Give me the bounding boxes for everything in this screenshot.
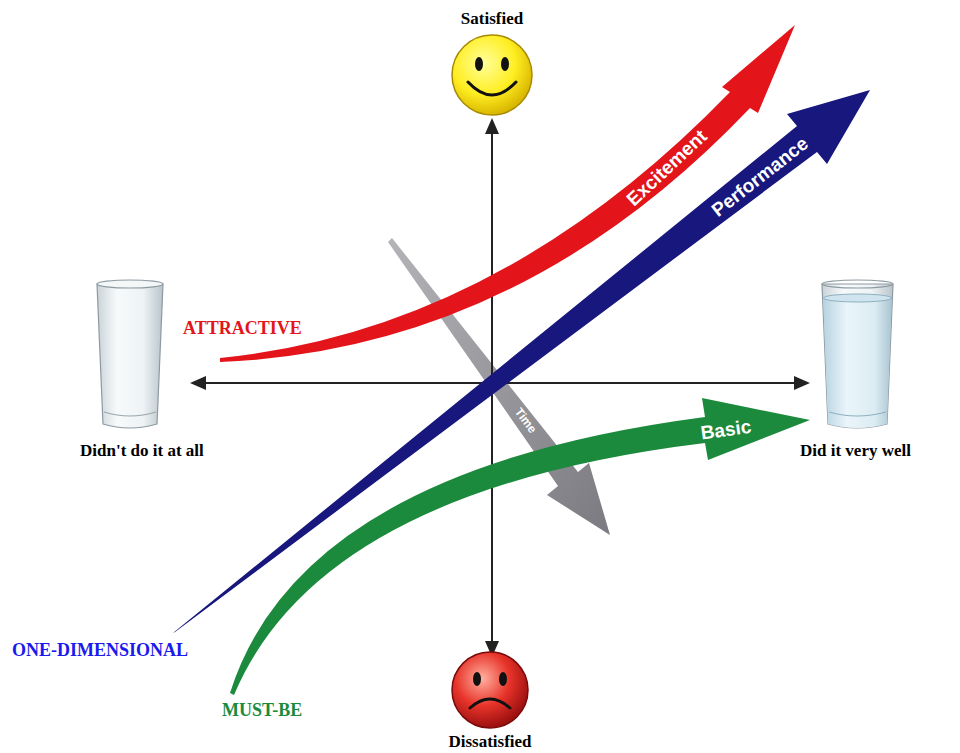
arrow-label: Performance [708, 133, 813, 222]
axis-label: Didn't do it at all [80, 441, 204, 461]
excitement-arrow [220, 25, 795, 362]
performance-arrow [173, 90, 870, 633]
full-glass [822, 280, 893, 428]
axis-label: Dissatisfied [448, 732, 531, 752]
axis-label: Did it very well [800, 441, 911, 461]
axis-head [485, 118, 499, 134]
dissatisfied-face [452, 652, 528, 728]
axis-head [794, 376, 810, 390]
axis-label: Satisfied [461, 9, 523, 29]
category-label: ATTRACTIVE [183, 318, 302, 339]
basic-arrow [230, 398, 810, 695]
satisfied-face [452, 35, 532, 115]
category-label: ONE-DIMENSIONAL [12, 640, 188, 661]
axis-head [190, 376, 206, 390]
arrow-label: Excitement [622, 125, 711, 210]
empty-glass [97, 280, 163, 428]
category-label: MUST-BE [222, 700, 302, 721]
